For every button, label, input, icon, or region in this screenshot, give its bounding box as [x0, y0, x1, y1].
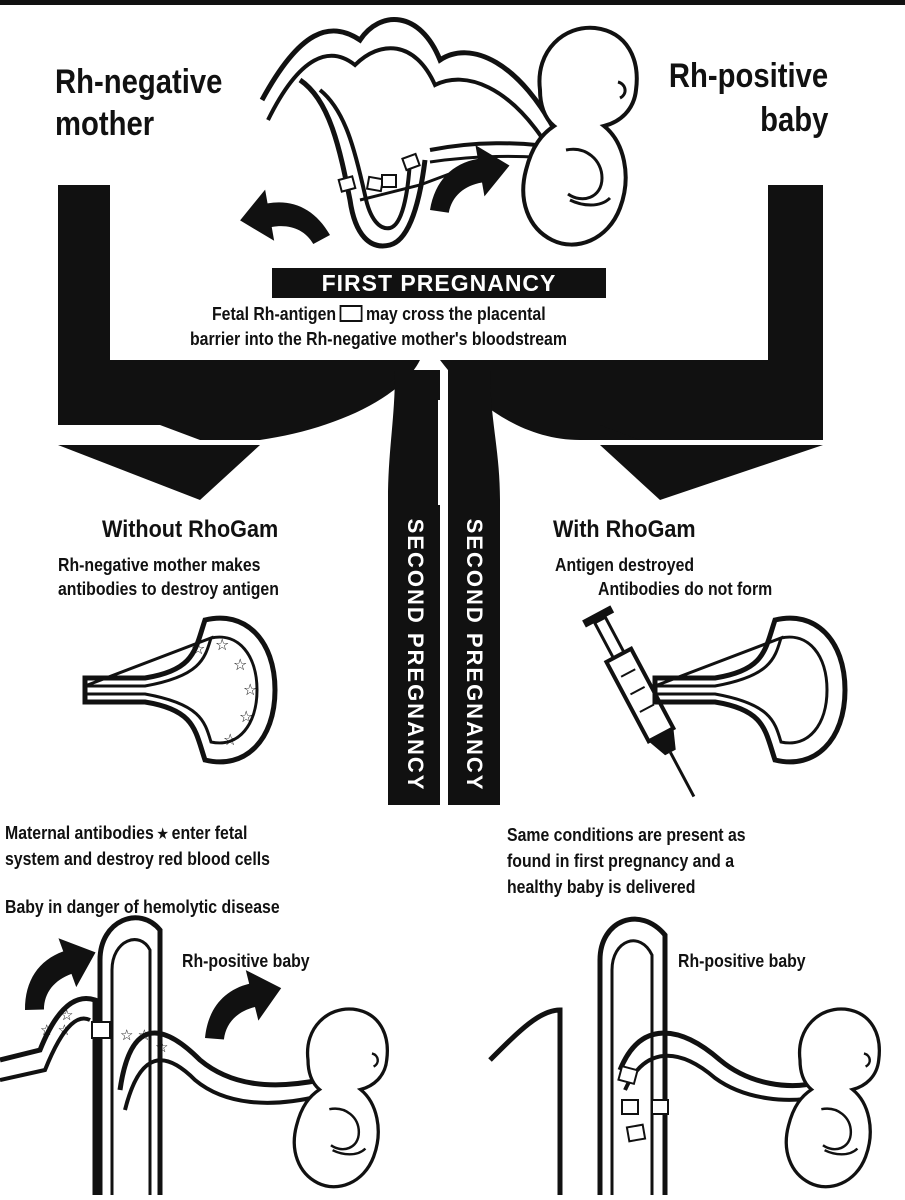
first-desc-line1-a: Fetal Rh-antigen [212, 304, 337, 324]
with-rhogam-title: With RhoGam [553, 516, 696, 543]
hemolytic-danger: Baby in danger of hemolytic disease [5, 897, 280, 917]
antibody-star-icon: ★ [156, 826, 170, 843]
baby-right-label: Rh-positive baby [678, 951, 806, 971]
first-desc-line2: barrier into the Rh-negative mother's bl… [190, 329, 567, 349]
svg-text:☆: ☆ [223, 732, 237, 749]
svg-text:☆: ☆ [233, 657, 247, 674]
flow-frame [58, 185, 823, 805]
svg-text:☆: ☆ [191, 641, 205, 658]
antibodies-line1-a: Maternal antibodies [5, 823, 154, 843]
svg-text:☆: ☆ [239, 709, 253, 726]
with-rhogam-loop [655, 618, 845, 762]
without-rhogam-line2: antibodies to destroy antigen [58, 579, 279, 599]
antibodies-line2: system and destroy red blood cells [5, 849, 270, 869]
same-conditions-line2: found in first pregnancy and a [507, 851, 735, 871]
second-pregnancy-bar-right: SECOND PREGNANCY [448, 505, 500, 805]
mother-title-line2: mother [55, 105, 155, 143]
fetus-bottom-right [784, 1007, 881, 1189]
svg-text:☆: ☆ [60, 1007, 73, 1024]
syringe [582, 605, 696, 798]
second-pregnancy-right: SECOND PREGNANCY [462, 518, 487, 792]
antibodies-line1-b: enter fetal [171, 823, 248, 843]
svg-text:☆: ☆ [243, 682, 257, 699]
svg-text:☆ ☆: ☆ ☆ [120, 1027, 151, 1044]
top-border [0, 0, 905, 5]
antigen-box-icon [339, 305, 363, 322]
svg-text:☆ ☆: ☆ ☆ [40, 1022, 71, 1039]
arrow-left-top [235, 179, 332, 256]
mother-title-line1: Rh-negative [55, 63, 223, 101]
without-rhogam-title: Without RhoGam [102, 516, 279, 543]
baby-left-label: Rh-positive baby [182, 951, 310, 971]
baby-title-line1: Rh-positive [668, 57, 828, 95]
fetus-bottom-left [292, 1007, 389, 1189]
arrow-bottom-left-2 [191, 962, 290, 1044]
antibodies-line1: Maternal antibodies★enter fetal [5, 822, 247, 846]
bottom-left-placenta: ☆ ☆ ☆ ☆ ☆ ☆ [0, 915, 321, 1195]
stem-divider [438, 400, 448, 805]
same-conditions-line3: healthy baby is delivered [507, 877, 696, 897]
first-pregnancy-banner: FIRST PREGNANCY [272, 268, 606, 298]
without-rhogam-loop: ☆ ☆ ☆ ☆ ☆ ☆ [85, 618, 275, 762]
svg-text:☆: ☆ [215, 637, 229, 654]
arrow-right-top [420, 139, 516, 216]
second-pregnancy-left: SECOND PREGNANCY [403, 518, 428, 792]
with-rhogam-line2: Antibodies do not form [598, 579, 773, 599]
svg-text:☆: ☆ [155, 1039, 168, 1056]
with-rhogam-line1: Antigen destroyed [555, 555, 695, 575]
same-conditions-line1: Same conditions are present as [507, 825, 746, 845]
first-desc-line1-b: may cross the placental [366, 304, 546, 324]
first-desc-line1: Fetal Rh-antigen may cross the placental [212, 303, 546, 326]
without-rhogam-line1: Rh-negative mother makes [58, 555, 261, 575]
second-pregnancy-bar-left: SECOND PREGNANCY [390, 505, 440, 805]
baby-title-line2: baby [759, 101, 828, 139]
bottom-right-placenta [488, 916, 821, 1195]
fetus-top [521, 25, 639, 247]
